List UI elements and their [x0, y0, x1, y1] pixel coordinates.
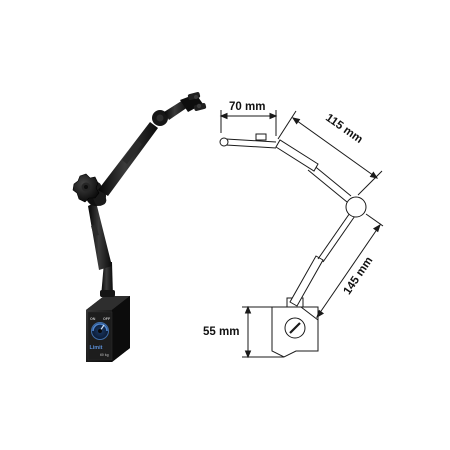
- dimension-label-145: 145 mm: [342, 255, 376, 297]
- drawing-top-arm: [219, 133, 277, 149]
- base-post: [100, 262, 115, 297]
- drawing-center-joint: [345, 196, 367, 218]
- base-on-label: ON: [90, 317, 96, 321]
- dimension-label-115: 115 mm: [323, 112, 364, 146]
- dimension-55: [242, 305, 284, 359]
- drawing-upper-arm: [275, 139, 352, 203]
- dimension-145: [300, 213, 384, 321]
- drawing-base: [271, 297, 319, 358]
- dimension-label-70: 70 mm: [229, 101, 265, 113]
- base-off-label: OFF: [103, 317, 111, 321]
- dimension-drawing: [219, 110, 384, 359]
- dimension-115: [277, 110, 383, 196]
- top-joint: [152, 91, 207, 126]
- dimension-label-55: 55 mm: [203, 326, 239, 338]
- brand-logo: Limit: [90, 345, 103, 351]
- base-force-label: 60 kg: [100, 353, 109, 357]
- upper-arm: [98, 122, 158, 196]
- magnetic-base: ON OFF Limit 60 kg: [86, 296, 130, 362]
- lower-arm: [88, 202, 112, 270]
- measuring-stand-photo: ON OFF Limit 60 kg: [72, 91, 207, 362]
- dimension-70: [219, 110, 278, 136]
- drawing-lower-arm: [289, 209, 358, 307]
